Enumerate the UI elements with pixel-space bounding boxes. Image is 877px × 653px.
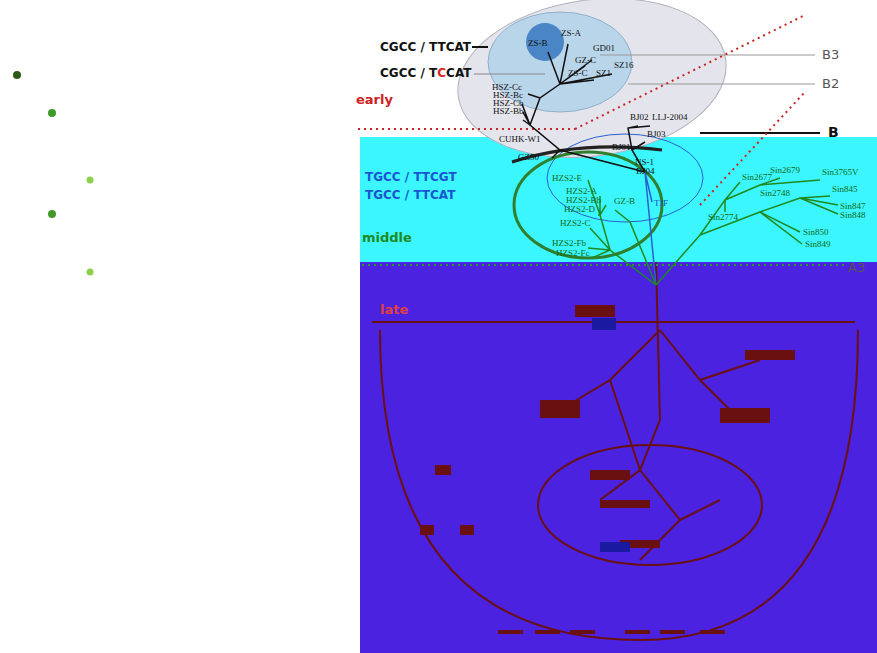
blue-branch <box>645 172 656 285</box>
bullet-dot <box>87 177 94 184</box>
illegible-label <box>592 318 616 330</box>
strain-label: Sin3765V <box>822 167 859 177</box>
group-b2-region <box>488 12 632 112</box>
strain-label: BJ02 <box>630 112 649 122</box>
strain-label: ZS-C <box>568 68 588 78</box>
strain-label: Sin849 <box>805 239 831 249</box>
strain-label: GZ-B <box>614 196 635 206</box>
strain-label: TJF <box>654 198 668 208</box>
leader-line <box>600 55 815 56</box>
strain-label: HZS2-Bb <box>566 195 601 205</box>
strain-label: HZS2-A <box>566 186 597 196</box>
strain-label: Sin850 <box>803 227 829 237</box>
strain-label: ZS-B <box>528 38 548 48</box>
middle-tree <box>588 178 838 285</box>
strain-label: LLJ-2004 <box>652 112 688 122</box>
strain-label: HZS2-Fb <box>552 238 586 248</box>
early-tree <box>522 44 650 172</box>
bullet-dot <box>87 269 94 276</box>
strain-label: BJ04 <box>636 166 655 176</box>
leader-line <box>474 74 545 75</box>
middle-band <box>360 137 877 262</box>
middle-region <box>547 134 703 222</box>
bullet-dot <box>48 210 56 218</box>
phase-label: CGCC / TCCAT <box>380 66 471 80</box>
phase-label: CGCC / TTCAT <box>380 40 471 54</box>
leader-line <box>472 46 488 48</box>
phase-label: late <box>380 302 408 317</box>
illegible-label <box>600 542 630 552</box>
strain-label: HZS2-C <box>560 218 591 228</box>
strain-label: SZ16 <box>614 60 634 70</box>
leader-line <box>700 132 820 134</box>
strain-label: Sin2679 <box>770 165 800 175</box>
middle-group <box>514 152 662 258</box>
group-b3-region <box>526 23 564 61</box>
strain-label: Sin845 <box>832 184 858 194</box>
group-b-region <box>447 0 736 174</box>
strain-label: Sin847 <box>840 201 866 211</box>
phase-divider <box>362 264 845 266</box>
strain-label: Sin2677 <box>742 172 772 182</box>
strain-label: BJ01 <box>612 142 631 152</box>
phase-divider <box>358 128 575 130</box>
strain-label: BJ03 <box>647 129 666 139</box>
strain-label: NS-1 <box>635 157 654 167</box>
bullet-dot <box>13 71 21 79</box>
strain-label: HSZ-Bb <box>493 106 524 116</box>
strain-label: GZ-C <box>575 55 596 65</box>
strain-label: Sin2748 <box>760 188 790 198</box>
strain-label: GD01 <box>593 43 615 53</box>
strain-label: HZS2-Fc <box>556 248 590 258</box>
phase-label: TGCC / TTCGT <box>365 170 457 184</box>
phase-label: early <box>356 92 393 107</box>
strain-label: SZ1 <box>596 68 611 78</box>
leader-line <box>628 84 815 85</box>
phase-label: B2 <box>822 76 839 91</box>
strain-label: GZ50 <box>518 152 539 162</box>
phase-label: TGCC / TTCAT <box>365 188 455 202</box>
phase-label: middle <box>362 230 412 245</box>
illegible-labels <box>420 305 795 634</box>
strain-label: HZS2-E <box>552 173 582 183</box>
phase-divider <box>575 15 805 129</box>
strain-label: Sin848 <box>840 210 866 220</box>
strain-label: ZS-A <box>561 28 581 38</box>
bullet-dot <box>48 109 56 117</box>
phase-label: B <box>828 124 839 140</box>
late-tree <box>372 262 858 640</box>
phase-label: B3 <box>822 47 839 62</box>
strain-label: HZS2-D <box>564 204 595 214</box>
late-band <box>360 262 877 653</box>
phase-label: A3 <box>848 260 865 275</box>
strain-label: CUHK-W1 <box>499 134 541 144</box>
strain-label: Sin2774 <box>708 212 738 222</box>
